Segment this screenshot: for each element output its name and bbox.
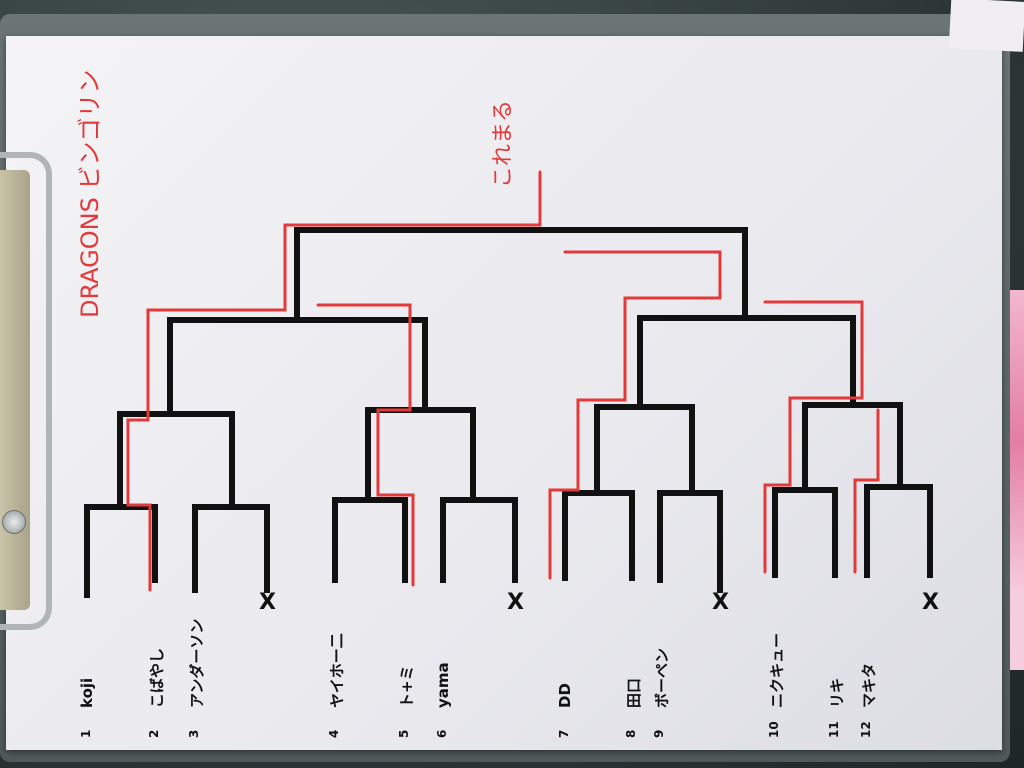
player-name: ボーペン: [653, 647, 671, 708]
player-name: こばやし: [148, 647, 166, 708]
player-seed: 10: [767, 721, 781, 738]
winner-path-right3: [853, 408, 880, 574]
clip-base: [0, 170, 30, 610]
player-name: 田口: [625, 677, 643, 708]
winner-path-right1: [548, 250, 722, 580]
champion-note: これまる: [491, 99, 516, 188]
clip-arm: [0, 152, 52, 630]
winner-path-mid: [316, 303, 415, 587]
qf-4: [802, 402, 903, 493]
player-seed: 2: [147, 729, 161, 738]
qf-3: [594, 404, 695, 496]
bye-mark: X: [712, 590, 729, 615]
bye-mark: X: [507, 590, 524, 615]
bracket-lines: [84, 227, 933, 598]
player-seed: 12: [859, 721, 873, 738]
player-seed: 4: [327, 729, 341, 738]
player-name: マキタ: [860, 662, 878, 708]
match-7: [772, 487, 838, 578]
match-8: [864, 484, 933, 578]
player-name: yama: [434, 662, 452, 708]
match-3: [332, 497, 408, 583]
player-seed: 8: [624, 729, 638, 738]
player-name: リキ: [828, 677, 846, 708]
match-2: [192, 504, 270, 593]
match-1: [84, 504, 158, 598]
sf-1: [167, 317, 428, 417]
player-name: ニクキュー: [768, 632, 786, 708]
bye-mark: X: [922, 590, 939, 615]
bracket-title: DRAGONS ビンゴリン: [76, 69, 104, 318]
match-5: [562, 490, 635, 581]
final: [294, 227, 748, 323]
clip-rivet: [2, 510, 26, 534]
player-seed: 6: [435, 729, 449, 738]
player-seed: 1: [79, 729, 93, 738]
player-name: アンダーソン: [188, 618, 206, 708]
player-name: ヤイホー二: [328, 633, 346, 708]
player-seed: 3: [187, 729, 201, 738]
player-seed: 9: [652, 729, 666, 738]
match-4: [440, 497, 518, 583]
sf-2: [637, 315, 856, 410]
qf-2: [365, 407, 476, 503]
winner-paths: [126, 170, 880, 592]
player-seed: 5: [397, 729, 411, 738]
player-name: DD: [556, 683, 574, 708]
winner-path-left: [126, 170, 542, 592]
player-name: koji: [78, 677, 96, 708]
match-6: [657, 490, 723, 593]
bye-mark: X: [259, 590, 276, 615]
qf-1: [117, 411, 235, 510]
winner-path-right2: [763, 300, 864, 574]
player-seed: 11: [827, 721, 841, 738]
player-name: ト+ミ: [398, 665, 416, 708]
player-seed: 7: [557, 729, 571, 738]
